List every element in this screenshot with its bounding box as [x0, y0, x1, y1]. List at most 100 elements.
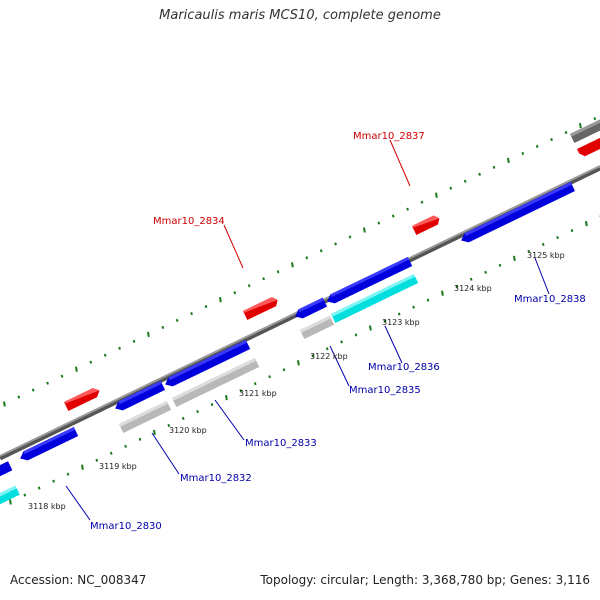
gene-label-forward: Mmar10_2834 — [153, 216, 225, 227]
tick-mark — [564, 130, 568, 135]
feature-block — [172, 357, 260, 408]
tick-mark — [175, 318, 179, 323]
tick-mark — [253, 382, 257, 386]
feature-track — [0, 273, 419, 507]
tick-mark — [391, 214, 395, 218]
tick-mark — [406, 207, 409, 211]
tick-mark — [492, 165, 496, 169]
tick-mark — [109, 451, 113, 455]
gene-label-reverse: Mmar10_2830 — [90, 521, 162, 532]
kbp-label: 3120 kbp — [169, 426, 207, 435]
feature-block — [570, 116, 600, 144]
outer-tick-ring — [3, 117, 597, 407]
kbp-label: 3122 kbp — [310, 352, 348, 361]
tick-mark — [435, 192, 438, 198]
tick-mark — [31, 388, 35, 392]
tick-mark — [3, 401, 6, 407]
tick-mark — [593, 117, 597, 121]
tick-mark — [204, 304, 208, 309]
gene-label-reverse: Mmar10_2832 — [180, 473, 252, 484]
reverse-gene — [165, 339, 251, 387]
callout-line — [151, 432, 180, 475]
tick-mark — [570, 228, 574, 233]
tick-mark — [23, 493, 27, 497]
tick-mark — [276, 270, 280, 274]
tick-mark — [219, 296, 222, 303]
tick-mark — [455, 284, 459, 288]
forward-gene — [243, 297, 278, 321]
tick-mark — [52, 479, 55, 483]
callout-line — [329, 345, 350, 387]
callout-line — [534, 257, 550, 295]
tick-mark — [37, 486, 41, 490]
gene-labels: Mmar10_2834 Mmar10_2837 Mmar10_2830 Mmar… — [90, 131, 586, 532]
kbp-label: 3119 kbp — [99, 462, 137, 471]
gene-label-reverse: Mmar10_2838 — [514, 294, 586, 305]
label-callouts — [65, 139, 550, 521]
feature-block — [331, 273, 419, 324]
tick-mark — [585, 220, 588, 227]
tick-mark — [478, 172, 481, 176]
tick-mark — [527, 249, 531, 254]
tick-mark — [247, 284, 251, 288]
tick-mark — [325, 347, 329, 351]
tick-mark — [420, 200, 424, 204]
tick-mark — [124, 444, 127, 448]
tick-mark — [441, 290, 444, 296]
tick-mark — [132, 339, 136, 343]
tick-mark — [363, 227, 366, 233]
kbp-label: 3118 kbp — [28, 502, 66, 511]
tick-mark — [535, 144, 539, 149]
tick-mark — [354, 333, 358, 337]
tick-mark — [319, 249, 323, 253]
reverse-gene — [115, 380, 166, 411]
tick-mark — [196, 409, 199, 414]
tick-mark — [291, 262, 294, 268]
tick-mark — [167, 423, 171, 428]
tick-mark — [190, 311, 193, 316]
tick-mark — [507, 157, 510, 164]
tick-mark — [340, 340, 343, 344]
reverse-gene — [20, 427, 79, 461]
feature-block — [0, 485, 20, 507]
gene-label-reverse: Mmar10_2836 — [368, 362, 440, 373]
forward-gene — [412, 215, 440, 236]
tick-mark — [103, 353, 107, 357]
tick-mark — [311, 354, 315, 358]
tick-mark — [426, 298, 430, 302]
tick-mark — [161, 325, 165, 330]
tick-mark — [550, 137, 553, 142]
forward-gene — [64, 388, 100, 412]
gene-label-reverse: Mmar10_2835 — [349, 385, 421, 396]
tick-mark — [305, 256, 309, 260]
tick-mark — [498, 263, 502, 267]
callout-line — [389, 139, 411, 187]
tick-mark — [9, 499, 12, 505]
accession-text: Accession: NC_008347 — [10, 573, 147, 587]
tick-mark — [60, 374, 64, 378]
kbp-label: 3125 kbp — [527, 251, 565, 260]
reverse-gene — [0, 461, 13, 477]
tick-mark — [541, 242, 545, 247]
tick-mark — [233, 291, 237, 295]
tick-mark — [210, 402, 214, 407]
callout-line — [384, 325, 403, 364]
callout-line — [214, 399, 245, 441]
tick-mark — [147, 331, 150, 338]
gene-label-forward: Mmar10_2837 — [353, 131, 425, 142]
kbp-label: 3123 kbp — [382, 318, 420, 327]
genome-title: Maricaulis maris MCS10, complete genome — [159, 8, 441, 23]
tick-mark — [95, 458, 99, 462]
tick-mark — [89, 360, 93, 364]
tick-mark — [46, 381, 49, 385]
tick-mark — [239, 389, 243, 393]
tick-mark — [81, 464, 84, 470]
tick-mark — [348, 235, 352, 239]
tick-mark — [383, 319, 387, 323]
genome-summary-text: Topology: circular; Length: 3,368,780 bp… — [260, 573, 590, 587]
callout-line — [223, 224, 244, 269]
tick-mark — [484, 270, 487, 274]
tick-mark — [412, 305, 415, 309]
reverse-gene — [327, 256, 413, 304]
tick-mark — [153, 429, 156, 436]
